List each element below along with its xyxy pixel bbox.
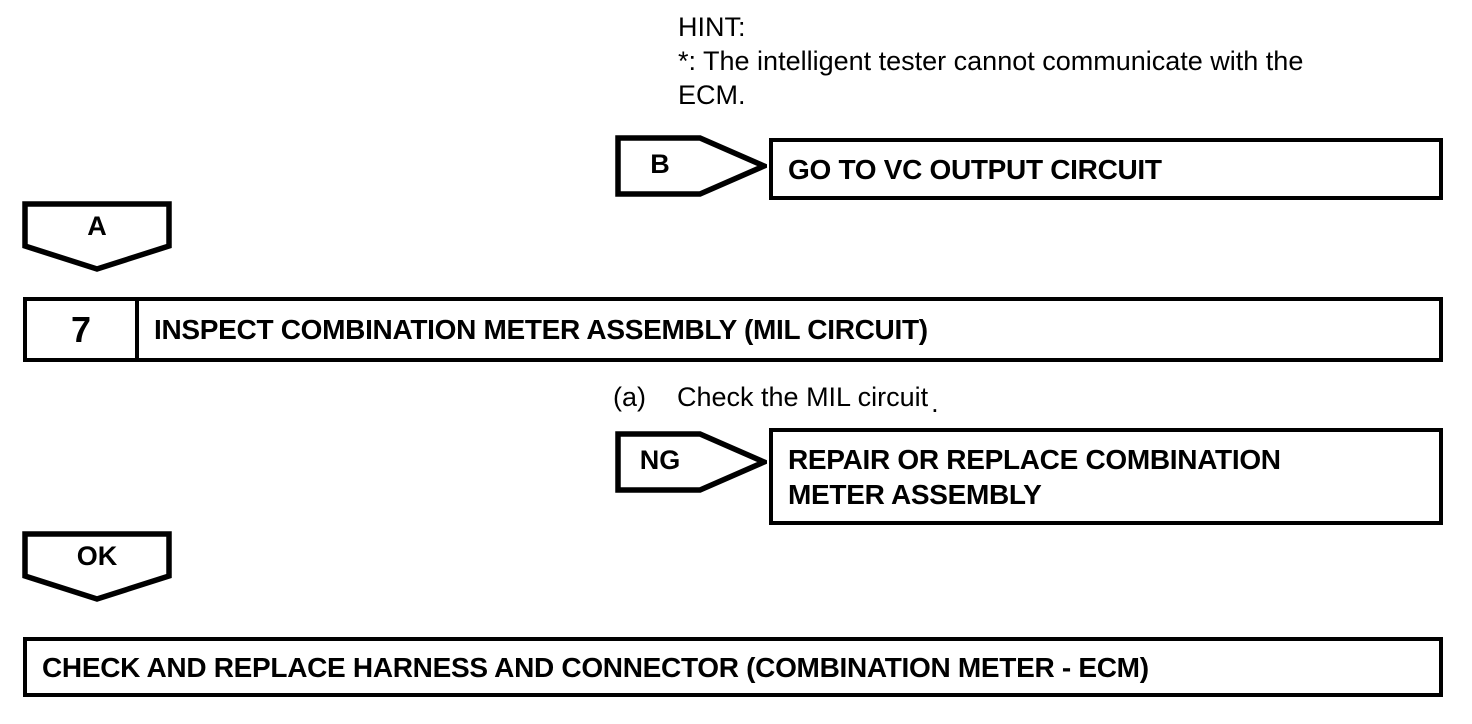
- connector-ng: NG: [615, 431, 767, 493]
- instruction-text: Check the MIL circuit: [677, 382, 929, 412]
- connector-ok: OK: [22, 531, 172, 603]
- result-box-ng-line2: METER ASSEMBLY: [788, 478, 1042, 510]
- instruction-line: (a) Check the MIL circuit .: [613, 381, 939, 418]
- hint-block: HINT: *: The intelligent tester cannot c…: [678, 10, 1303, 112]
- hint-title: HINT:: [678, 12, 746, 42]
- connector-ng-label: NG: [639, 445, 681, 475]
- final-action-box: CHECK AND REPLACE HARNESS AND CONNECTOR …: [23, 637, 1443, 697]
- down-arrow-pentagon-icon: [22, 201, 172, 272]
- connector-b: B: [615, 135, 767, 197]
- result-box-b-label: GO TO VC OUTPUT CIRCUIT: [788, 153, 1162, 185]
- right-arrow-pentagon-icon: [615, 135, 767, 197]
- instruction-marker: (a): [613, 382, 646, 412]
- result-box-ng-line1: REPAIR OR REPLACE COMBINATION: [788, 443, 1281, 475]
- instruction-period: .: [931, 388, 939, 418]
- step-7-box: 7 INSPECT COMBINATION METER ASSEMBLY (MI…: [23, 297, 1443, 362]
- connector-a: A: [22, 201, 172, 273]
- step-number: 7: [27, 301, 139, 358]
- final-action-label: CHECK AND REPLACE HARNESS AND CONNECTOR …: [42, 651, 1149, 683]
- hint-line-ecm: ECM.: [678, 80, 746, 110]
- connector-a-label: A: [87, 210, 107, 241]
- step-title: INSPECT COMBINATION METER ASSEMBLY (MIL …: [154, 313, 928, 345]
- result-box-go-to-vc-output-circuit: GO TO VC OUTPUT CIRCUIT: [769, 138, 1443, 200]
- result-box-repair-or-replace: REPAIR OR REPLACE COMBINATION METER ASSE…: [769, 428, 1443, 525]
- right-arrow-pentagon-icon: [615, 431, 767, 493]
- down-arrow-pentagon-icon: [22, 531, 172, 602]
- hint-line-asterisk: *: The intelligent tester cannot communi…: [678, 46, 1304, 76]
- connector-b-label: B: [650, 149, 670, 179]
- connector-ok-label: OK: [76, 540, 118, 571]
